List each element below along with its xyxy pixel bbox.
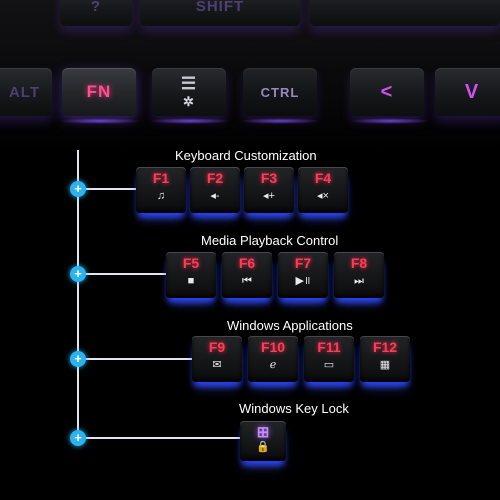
section-title-windows-key-lock: Windows Key Lock bbox=[239, 401, 349, 416]
menu-underglow bbox=[150, 118, 230, 124]
mute-icon: ◂× bbox=[317, 190, 329, 202]
fn-underglow bbox=[60, 118, 140, 124]
key-f10: F10 ℯ bbox=[248, 336, 298, 382]
key-arrow-down: V bbox=[435, 68, 500, 116]
plus-node-icon: + bbox=[70, 266, 86, 282]
play-pause-icon: ▶॥ bbox=[295, 275, 311, 287]
my-computer-icon: ▭ bbox=[323, 359, 335, 371]
connector-line bbox=[77, 150, 79, 446]
next-track-icon: ⏭ bbox=[354, 275, 364, 287]
volume-down-icon: ◂‑ bbox=[210, 190, 220, 202]
key-f1: F1 ♫ bbox=[136, 167, 186, 213]
music-note-icon: ♫ bbox=[156, 190, 166, 202]
section-title-windows-applications: Windows Applications bbox=[227, 318, 353, 333]
key-arrow-left: < bbox=[350, 68, 424, 116]
stop-icon: ■ bbox=[187, 275, 195, 287]
mail-icon: ✉ bbox=[212, 359, 222, 371]
connector-branch-3 bbox=[78, 358, 192, 360]
connector-branch-1 bbox=[78, 188, 136, 190]
key-f6: F6 ⏮ bbox=[222, 252, 272, 298]
plus-node-icon: + bbox=[70, 430, 86, 446]
key-question: ? bbox=[60, 0, 132, 26]
keyboard-top-row: ? SHIFT ALT FN ☰ ✲ CTRL < V bbox=[0, 0, 500, 150]
key-shift: SHIFT bbox=[140, 0, 300, 26]
key-ctrl: CTRL bbox=[243, 68, 317, 116]
menu-list-icon: ☰ bbox=[180, 74, 198, 93]
key-alt: ALT bbox=[0, 68, 52, 116]
key-f4: F4 ◂× bbox=[298, 167, 348, 213]
section-title-keyboard-customization: Keyboard Customization bbox=[175, 148, 317, 163]
connector-branch-2 bbox=[78, 273, 166, 275]
key-f11: F11 ▭ bbox=[304, 336, 354, 382]
key-f2: F2 ◂‑ bbox=[190, 167, 240, 213]
key-f5: F5 ■ bbox=[166, 252, 216, 298]
plus-node-icon: + bbox=[70, 351, 86, 367]
volume-up-icon: ◂+ bbox=[263, 190, 275, 202]
windows-logo-icon: ⊞ bbox=[256, 424, 270, 441]
key-windows-lock: ⊞ 🔒 bbox=[240, 421, 286, 461]
sun-brightness-icon: ✲ bbox=[183, 94, 195, 109]
lock-icon: 🔒 bbox=[256, 441, 270, 453]
key-f3: F3 ◂+ bbox=[244, 167, 294, 213]
fn-key: FN bbox=[62, 68, 136, 116]
browser-icon: ℯ bbox=[269, 359, 277, 371]
menu-key: ☰ ✲ bbox=[152, 68, 226, 116]
plus-node-icon: + bbox=[70, 181, 86, 197]
key-f9: F9 ✉ bbox=[192, 336, 242, 382]
section-title-media-playback: Media Playback Control bbox=[201, 233, 339, 248]
calculator-icon: ▦ bbox=[379, 359, 391, 371]
key-blank-top bbox=[310, 0, 500, 26]
key-f7: F7 ▶॥ bbox=[278, 252, 328, 298]
ctrl-underglow bbox=[240, 118, 320, 124]
key-f8: F8 ⏭ bbox=[334, 252, 384, 298]
arrow-underglow bbox=[350, 118, 430, 124]
previous-track-icon: ⏮ bbox=[242, 275, 252, 287]
connector-branch-4 bbox=[78, 437, 240, 439]
key-f12: F12 ▦ bbox=[360, 336, 410, 382]
